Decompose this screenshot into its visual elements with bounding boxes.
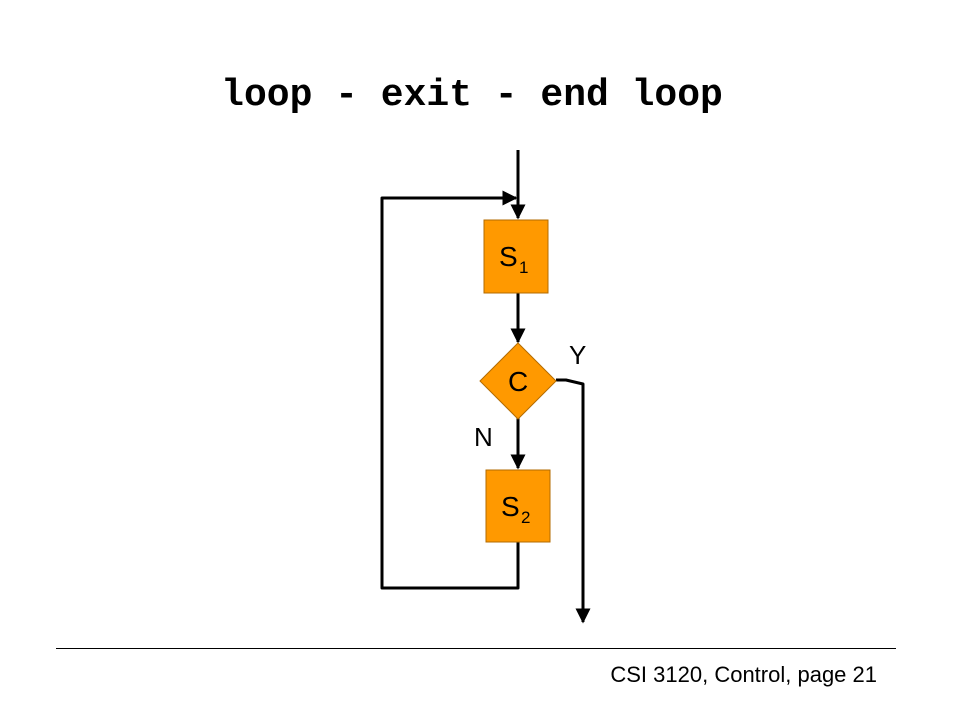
slide-title: loop - exit - end loop [221,74,723,117]
branch-yes-label: Y [569,340,586,370]
condition-yes-arrow [556,378,591,624]
branch-no-label: N [474,422,493,452]
loop-back-arrow [380,190,520,590]
statement-s2-letter: S [501,491,520,522]
condition-shape [479,342,557,420]
statement-s2-shape [485,469,551,543]
condition-letter: C [508,366,528,397]
statement-s2-box: S 2 [485,469,551,543]
statement-s1-shape [483,219,549,294]
statement-s1-subscript: 1 [519,258,528,277]
footer-divider [56,648,896,649]
statement-s1-letter: S [499,241,518,272]
statement-s2-subscript: 2 [521,508,530,527]
statement-s1-box: S 1 [483,219,549,294]
slide-footer: CSI 3120, Control, page 21 [610,662,877,687]
condition-diamond: C [479,342,557,420]
